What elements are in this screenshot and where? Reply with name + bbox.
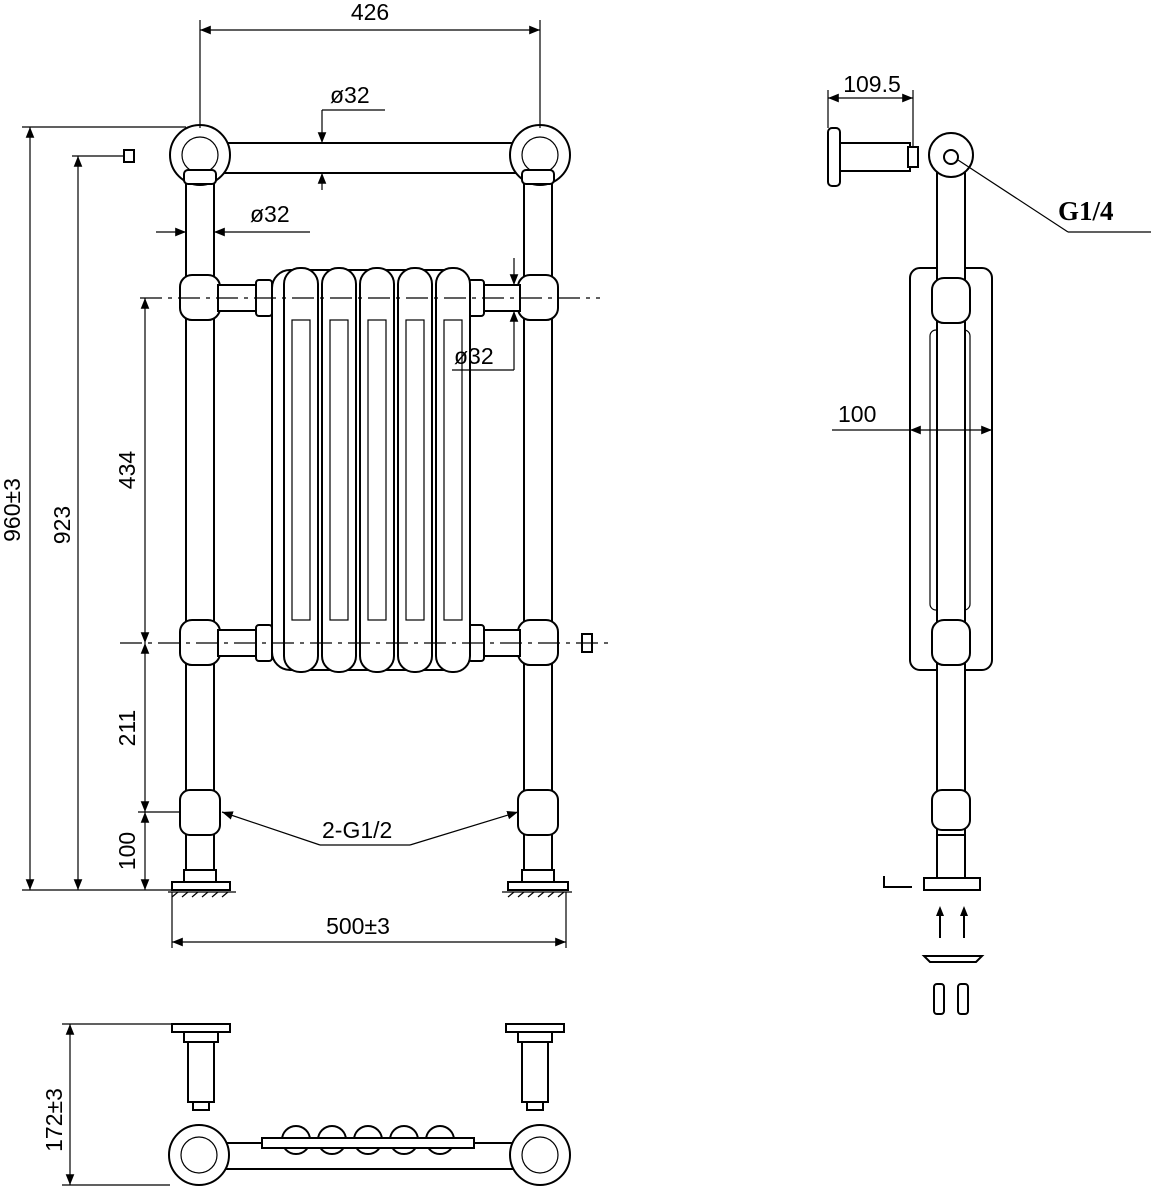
dim-434: 434 bbox=[114, 451, 140, 490]
left-valve bbox=[179, 789, 221, 836]
bleed-valve bbox=[123, 149, 135, 163]
radiator-columns bbox=[271, 267, 471, 673]
label-g1-4: G1/4 bbox=[1058, 196, 1114, 226]
dim-100: 100 bbox=[114, 832, 140, 870]
top-view-columns bbox=[261, 1125, 475, 1155]
dim-426: 426 bbox=[351, 0, 389, 25]
label-valves: 2-G1/2 bbox=[322, 817, 392, 843]
side-view bbox=[827, 127, 993, 1015]
dim-109-5: 109.5 bbox=[843, 71, 901, 97]
top-dimensions: 172±3 bbox=[41, 1023, 172, 1186]
top-view bbox=[168, 1023, 571, 1186]
front-dimensions: 426 ø32 ø32 ø32 960±3 923 434 211 1 bbox=[0, 0, 567, 948]
top-rail bbox=[204, 142, 536, 174]
wall-fixings bbox=[921, 906, 985, 1015]
dim-500: 500±3 bbox=[326, 913, 390, 939]
dim-dia-conn: ø32 bbox=[454, 343, 494, 369]
dim-172: 172±3 bbox=[41, 1088, 67, 1152]
dim-923: 923 bbox=[49, 506, 75, 544]
right-valve bbox=[517, 789, 559, 836]
dim-100-side: 100 bbox=[838, 401, 876, 427]
front-view bbox=[120, 124, 610, 898]
dim-dia-top: ø32 bbox=[330, 82, 370, 108]
side-leg bbox=[936, 164, 966, 876]
side-dimensions: 109.5 G1/4 100 bbox=[827, 71, 1151, 435]
dim-211: 211 bbox=[114, 710, 140, 747]
dim-dia-leg: ø32 bbox=[250, 201, 290, 227]
dim-960: 960±3 bbox=[0, 478, 25, 542]
